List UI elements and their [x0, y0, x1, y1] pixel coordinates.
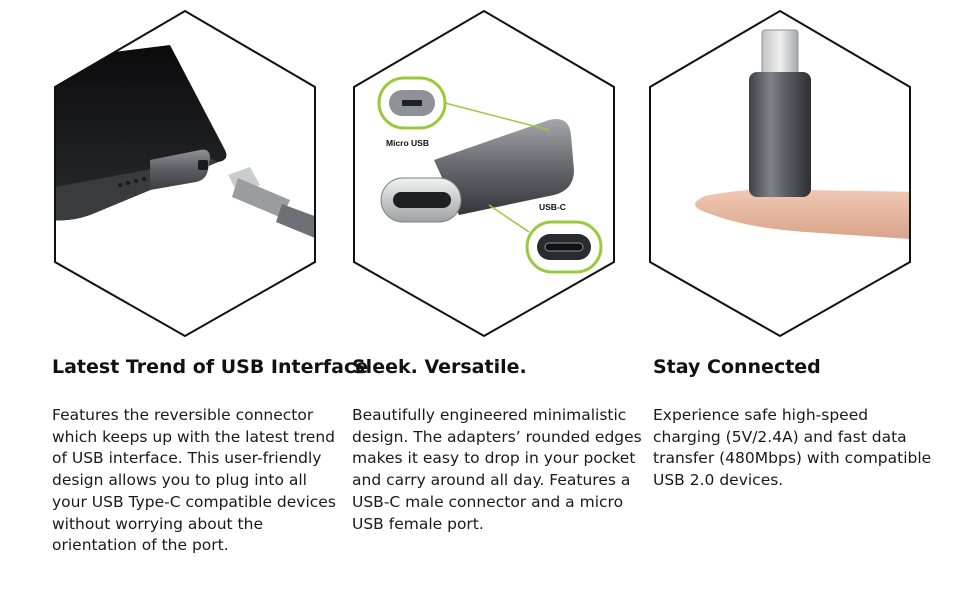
hexagon-image-phone-adapter: [54, 9, 316, 338]
feature-panel-sleek-versatile: Micro USB USB-C Sleek. Versatile. Beauti…: [349, 0, 649, 596]
feature-panel-stay-connected: Stay Connected Experience safe high-spee…: [645, 0, 945, 596]
callout-label-usb-c: USB-C: [539, 202, 566, 212]
panel-description: Features the reversible connector which …: [52, 406, 336, 555]
callout-label-micro-usb: Micro USB: [386, 138, 429, 148]
feature-panel-usb-interface: Latest Trend of USB Interface Features t…: [50, 0, 368, 596]
panel-description: Beautifully engineered minimalistic desi…: [352, 406, 642, 533]
panel-title: Stay Connected: [653, 356, 821, 378]
panel-title: Latest Trend of USB Interface: [52, 356, 369, 378]
hexagon-image-adapter-fingertip: [649, 9, 911, 338]
hexagon-image-adapter-callouts: Micro USB USB-C: [353, 9, 615, 338]
panel-description: Experience safe high-speed charging (5V/…: [653, 406, 932, 490]
panel-title: Sleek. Versatile.: [352, 356, 527, 378]
